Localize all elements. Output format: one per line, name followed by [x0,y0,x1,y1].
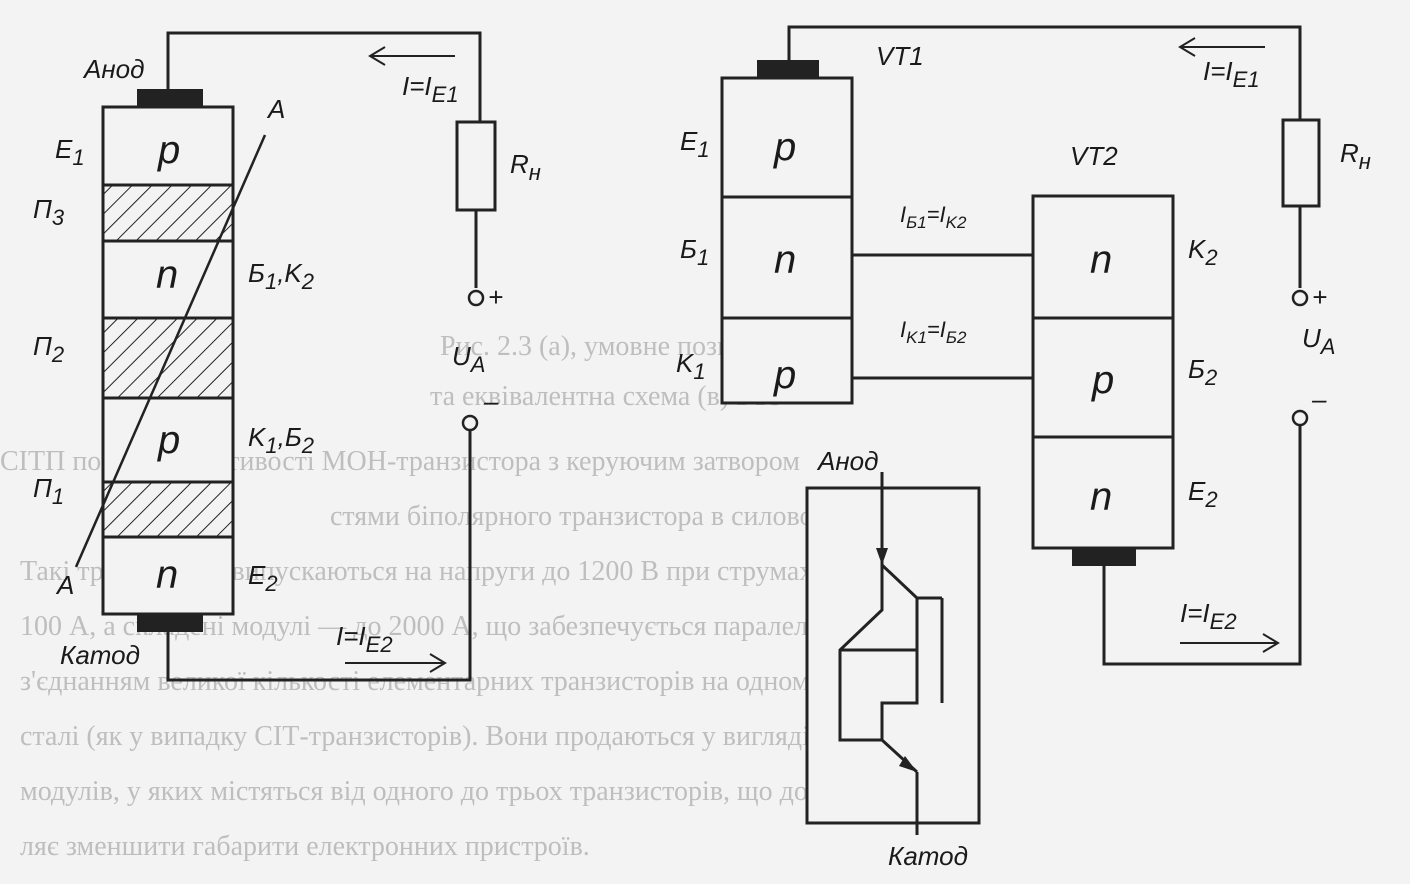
vt2-layer-n1: n [1090,238,1112,282]
supply-minus-terminal [461,414,479,432]
link-top-label: IБ1=IK2 [900,202,967,232]
anode-label: Анод [82,54,144,84]
label-p1: П1 [33,473,64,509]
eq-supply-minus: – [1311,384,1327,414]
layer-n2: n [156,553,178,597]
supply-plus-terminal [467,289,485,307]
equivalent-circuit: p n p VT1 E1 Б1 K1 n p n VT2 K2 Б2 E2 IБ… [676,25,1371,666]
vt1-label: VT1 [876,41,924,71]
svg-text:сталі (як у випадку СІТ-транзи: сталі (як у випадку СІТ-транзисторів). В… [20,721,810,752]
vt2-layer-p: p [1091,358,1114,402]
cathode-wire [166,430,472,682]
eq-supply-label: UA [1302,323,1335,359]
current-top-label: I=IE1 [402,71,459,107]
vt1-layer-p1: p [773,125,796,169]
label-e1: E1 [55,134,85,170]
label-e2: E2 [248,560,278,596]
section-line [74,134,267,568]
vt1-layer-n: n [774,238,796,282]
cathode-contact [137,614,203,632]
supply-minus: – [483,386,499,416]
eq-current-arrow-top [1178,37,1265,57]
eq-current-arrow-bottom [1180,633,1280,653]
vt1-block [720,76,854,405]
eq-supply-plus: + [1312,282,1327,312]
current-arrow-top [368,46,455,66]
anode-contact [137,89,203,107]
thyristor-structure: p n p n Анод Катод A A E1 П3 П2 П1 Б1,K2… [33,31,541,682]
vt1-layer-p2: p [773,353,796,397]
supply-label: UA [452,341,485,377]
vt2-k2: K2 [1188,234,1218,270]
eq-load-resistor [1281,118,1321,208]
label-k1-b2: K1,Б2 [248,422,314,458]
vt2-contact [1072,548,1136,566]
layer-p1: p [157,128,180,172]
load-label: Rн [510,149,541,185]
anode-wire [166,31,482,122]
load-resistor [455,120,497,212]
vt2-b2: Б2 [1188,354,1217,390]
supply-plus: + [488,282,503,312]
symbol-frame [805,486,981,825]
section-mark-bottom: A [55,570,74,600]
symbol-anode-label: Анод [816,446,878,476]
current-arrow-bottom [345,653,447,673]
vt2-e2: E2 [1188,476,1218,512]
section-mark-top: A [266,94,285,124]
vt2-label: VT2 [1070,141,1118,171]
eq-supply-plus-terminal [1291,289,1309,307]
thyristor-symbol: Анод Катод [805,446,981,871]
eq-supply-minus-terminal [1291,409,1309,427]
vt1-k1: K1 [676,348,706,384]
cathode-label: Катод [60,640,140,670]
vt1-e1: E1 [680,126,710,162]
eq-cathode-wire [1102,425,1302,666]
label-b1-k2: Б1,K2 [248,258,314,294]
eq-current-top-label: I=IE1 [1203,56,1260,92]
vt2-layer-n2: n [1090,475,1112,519]
vt1-contact [757,60,819,78]
layer-p2: p [157,418,180,462]
eq-load-label: Rн [1340,138,1371,174]
svg-text:ляє зменшити габарити електрон: ляє зменшити габарити електронних пристр… [20,831,590,862]
symbol-cathode-label: Катод [888,841,968,871]
eq-current-bottom-label: I=IE2 [1180,598,1237,634]
layer-n1: n [156,253,178,297]
label-p2: П2 [33,331,64,367]
vt1-b1: Б1 [680,234,709,270]
eq-anode-wire [787,25,1302,120]
link-bottom-label: IK1=IБ2 [900,317,967,347]
current-bottom-label: I=IE2 [336,621,393,657]
svg-text:модулів, у яких містяться від: модулів, у яких містяться від одного до … [20,776,855,807]
label-p3: П3 [33,194,65,230]
